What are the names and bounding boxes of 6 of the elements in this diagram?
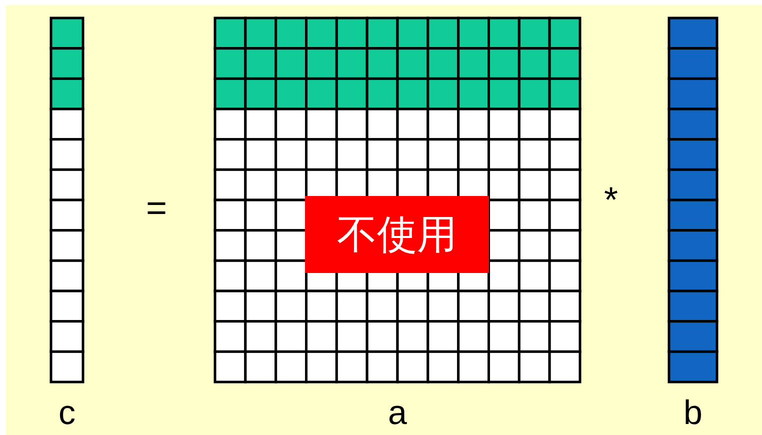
matrix-label: a: [387, 394, 408, 432]
operator-symbol: *: [604, 180, 618, 220]
vector-label: c: [58, 394, 76, 432]
unused-tag: 不使用: [305, 196, 489, 273]
vector-label: b: [682, 394, 704, 432]
operator-symbol: =: [146, 188, 168, 228]
